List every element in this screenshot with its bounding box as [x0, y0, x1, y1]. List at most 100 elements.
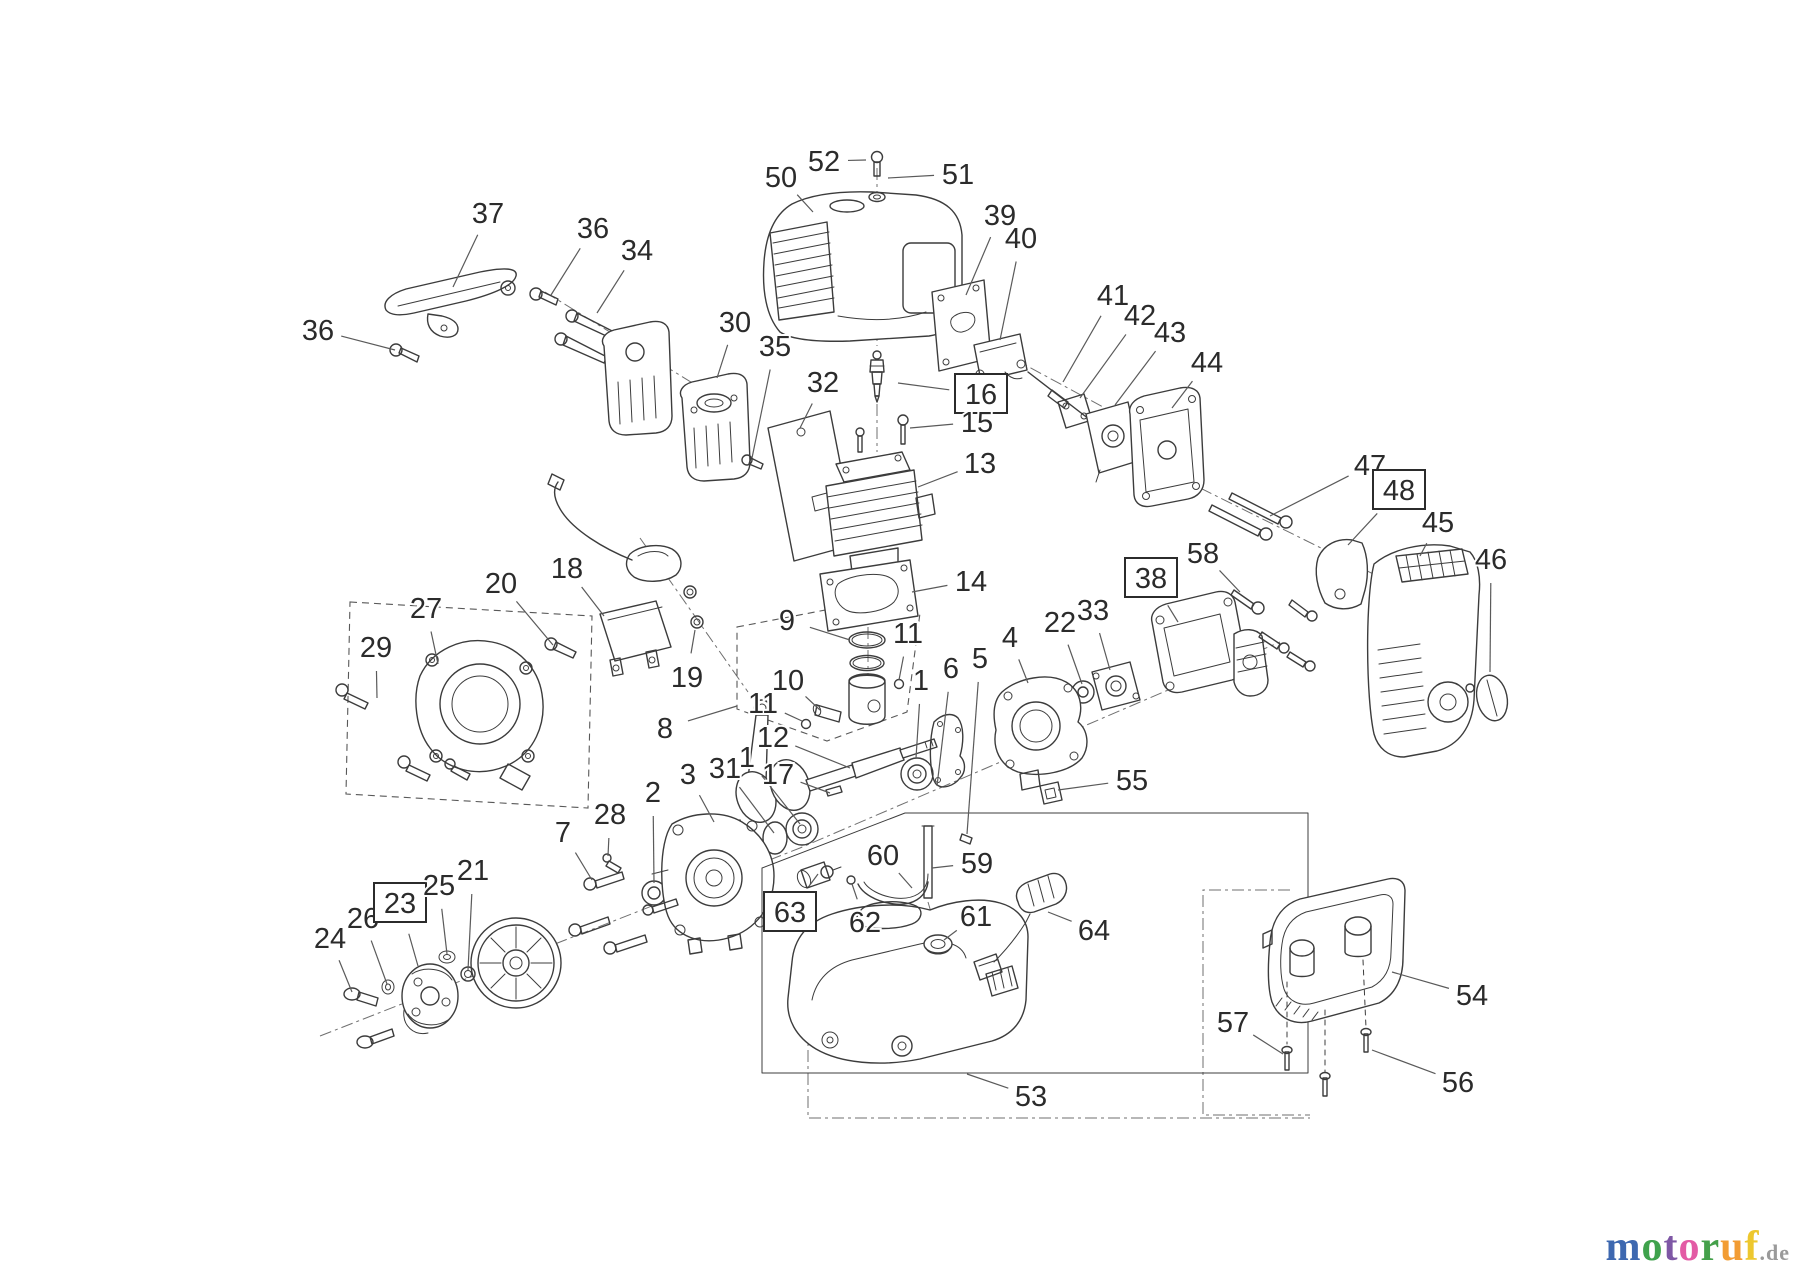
leader-line-61	[943, 929, 958, 941]
airbox-backplate	[1128, 386, 1205, 508]
part-label-8: 8	[657, 713, 673, 745]
leader-line-36	[341, 335, 396, 351]
leader-line-23	[408, 933, 419, 967]
leader-line-44	[1171, 380, 1193, 409]
leader-line-14	[911, 584, 948, 593]
clutch-assembly	[343, 950, 476, 1049]
leader-line-10	[805, 695, 821, 711]
leader-line-36	[550, 248, 581, 296]
isolator-block	[1039, 781, 1063, 805]
part-label-1: 1	[739, 742, 755, 774]
leader-line-26	[370, 940, 388, 985]
part-label-36: 36	[577, 213, 609, 245]
leader-line-34	[596, 269, 625, 314]
leader-line-18	[581, 586, 605, 617]
part-label-24: 24	[314, 923, 346, 955]
leader-line-40	[999, 261, 1017, 341]
leader-line-28	[607, 837, 610, 857]
watermark-logo: motoruf.de	[1605, 1226, 1790, 1268]
part-label-55: 55	[1116, 765, 1148, 797]
part-label-11: 11	[748, 688, 778, 720]
leader-line-1	[915, 703, 921, 759]
part-label-44: 44	[1191, 347, 1223, 379]
leader-line-4	[1018, 659, 1029, 684]
leader-line-58	[1219, 569, 1241, 593]
part-label-20: 20	[485, 568, 517, 600]
muffler-guard	[384, 268, 517, 338]
part-label-2: 2	[645, 777, 661, 809]
fan-shroud-dashed-box	[345, 601, 593, 809]
part-label-9: 9	[779, 605, 795, 637]
part-label-45: 45	[1422, 507, 1454, 539]
fuel-tank-group	[761, 812, 1309, 1074]
guard-screws	[389, 287, 619, 364]
crankcase-right	[993, 676, 1088, 791]
part-label-3: 3	[680, 759, 696, 791]
leader-line-56	[1371, 1049, 1436, 1075]
part-label-46: 46	[1475, 544, 1507, 576]
leader-line-9	[809, 626, 851, 641]
leader-line-63	[808, 873, 819, 887]
part-label-60: 60	[867, 840, 899, 872]
leader-line-41	[1062, 315, 1102, 383]
part-label-18: 18	[551, 553, 583, 585]
watermark-suffix: .de	[1759, 1240, 1790, 1265]
part-label-29: 29	[360, 632, 392, 664]
leader-line-38	[1167, 604, 1179, 623]
part-label-54: 54	[1456, 980, 1488, 1012]
leader-line-30	[716, 344, 729, 379]
part-label-17: 17	[762, 759, 794, 791]
ignition-coil	[547, 473, 682, 677]
leader-line-35	[751, 369, 771, 459]
part-label-15: 15	[961, 407, 993, 439]
part-label-16: 16	[965, 379, 997, 411]
leader-line-6	[936, 691, 949, 787]
part-label-31: 31	[709, 753, 741, 785]
leader-line-19	[690, 629, 696, 654]
air-cleaner-gasket	[1315, 538, 1369, 610]
part-label-61: 61	[960, 901, 992, 933]
leader-line-43	[1114, 350, 1157, 406]
part-label-34: 34	[621, 235, 653, 267]
part-label-5: 5	[972, 643, 988, 675]
part-label-48: 48	[1383, 475, 1415, 507]
leader-line-7	[574, 852, 593, 881]
leader-line-11	[898, 656, 905, 681]
part-label-6: 6	[943, 653, 959, 685]
crankcase-bolts	[568, 853, 679, 955]
leader-line-59	[931, 865, 954, 869]
spark-plug	[869, 350, 885, 403]
leader-line-45	[1419, 542, 1428, 557]
part-label-22: 22	[1044, 607, 1076, 639]
leader-line-42	[1079, 334, 1127, 399]
leader-line-21	[467, 893, 473, 971]
part-label-1: 1	[913, 665, 929, 697]
part-label-42: 42	[1124, 300, 1156, 332]
label-box-38	[1124, 557, 1178, 598]
coil-mounting-hardware	[544, 585, 704, 659]
part-label-10: 10	[772, 665, 804, 697]
leader-line-8	[687, 705, 738, 722]
leader-line-51	[887, 174, 935, 179]
part-label-28: 28	[594, 799, 626, 831]
crankcase-left	[651, 813, 775, 955]
leader-line-55	[1057, 782, 1109, 791]
leader-line-25	[441, 908, 448, 955]
part-label-37: 37	[472, 198, 504, 230]
part-label-56: 56	[1442, 1067, 1474, 1099]
leader-line-46	[1489, 582, 1492, 673]
watermark-letter: u	[1720, 1224, 1745, 1270]
part-label-38: 38	[1135, 563, 1167, 595]
part-label-52: 52	[808, 146, 840, 178]
part-label-63: 63	[774, 897, 806, 929]
watermark-word: motoruf	[1605, 1224, 1759, 1270]
label-box-23	[373, 882, 427, 923]
cover-screw-washer	[868, 150, 886, 203]
leader-line-37	[452, 234, 479, 288]
part-label-33: 33	[1077, 595, 1109, 627]
leader-line-54	[1391, 971, 1450, 989]
leader-line-1	[761, 775, 801, 825]
leader-line-50	[796, 194, 814, 213]
part-label-23: 23	[384, 888, 416, 920]
